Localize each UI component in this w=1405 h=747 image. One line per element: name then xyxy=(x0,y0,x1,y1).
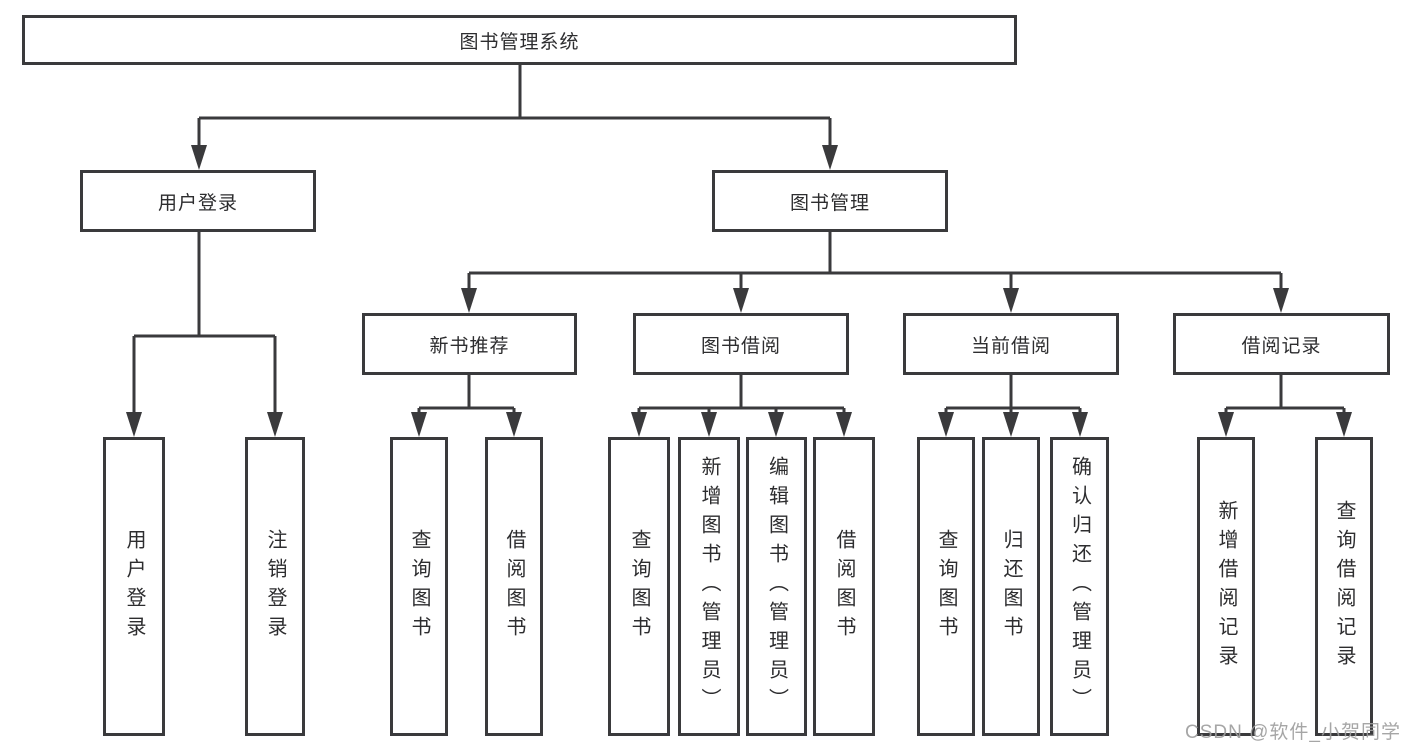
node-label: 注销登录 xyxy=(264,528,286,645)
leaf-add-books-admin: 新增图书（管理员） xyxy=(678,437,740,736)
node-label: 新书推荐 xyxy=(429,335,510,357)
node-label: 借阅图书 xyxy=(833,528,855,645)
leaf-query-books-under-borrowing: 查询图书 xyxy=(608,437,670,736)
leaf-borrow-books-under-borrowing: 借阅图书 xyxy=(813,437,875,736)
leaf-return-books: 归还图书 xyxy=(982,437,1040,736)
node-book-management: 图书管理 xyxy=(712,170,948,232)
node-label: 新增借阅记录 xyxy=(1215,499,1237,674)
node-label: 当前借阅 xyxy=(970,335,1051,357)
leaf-query-books-under-current: 查询图书 xyxy=(917,437,975,736)
node-user-login: 用户登录 xyxy=(80,170,316,232)
node-label: 图书管理系统 xyxy=(459,31,580,53)
leaf-logout: 注销登录 xyxy=(245,437,305,736)
node-library-management-system: 图书管理系统 xyxy=(22,15,1017,65)
node-new-book-recommendation: 新书推荐 xyxy=(362,313,577,375)
leaf-edit-books-admin: 编辑图书（管理员） xyxy=(746,437,807,736)
node-label: 用户登录 xyxy=(123,528,145,645)
leaf-user-login: 用户登录 xyxy=(103,437,165,736)
node-borrowing-records: 借阅记录 xyxy=(1173,313,1390,375)
node-label: 图书管理 xyxy=(789,192,870,214)
node-label: 归还图书 xyxy=(1000,528,1022,645)
node-label: 确认归还（管理员） xyxy=(1068,456,1091,717)
leaf-borrow-books-under-recommendation: 借阅图书 xyxy=(485,437,543,736)
node-label: 新增图书（管理员） xyxy=(698,456,720,717)
csdn-watermark: CSDN @软件_小贺同学 xyxy=(1185,722,1401,743)
leaf-add-borrow-record: 新增借阅记录 xyxy=(1197,437,1255,736)
node-label: 图书借阅 xyxy=(700,335,781,357)
node-label: 用户登录 xyxy=(157,192,238,214)
arrowheads xyxy=(126,145,1352,437)
node-label: 查询图书 xyxy=(628,528,650,645)
node-label: 编辑图书（管理员） xyxy=(765,456,788,717)
node-book-borrowing: 图书借阅 xyxy=(633,313,849,375)
node-label: 借阅记录 xyxy=(1241,335,1322,357)
leaf-query-books-under-recommendation: 查询图书 xyxy=(390,437,448,736)
node-label: 查询图书 xyxy=(935,528,957,645)
node-label: 查询借阅记录 xyxy=(1333,499,1355,674)
leaf-confirm-return-admin: 确认归还（管理员） xyxy=(1050,437,1109,736)
node-label: 借阅图书 xyxy=(503,528,525,645)
leaf-query-borrow-record: 查询借阅记录 xyxy=(1315,437,1373,736)
node-label: 查询图书 xyxy=(408,528,430,645)
node-current-borrowing: 当前借阅 xyxy=(903,313,1119,375)
